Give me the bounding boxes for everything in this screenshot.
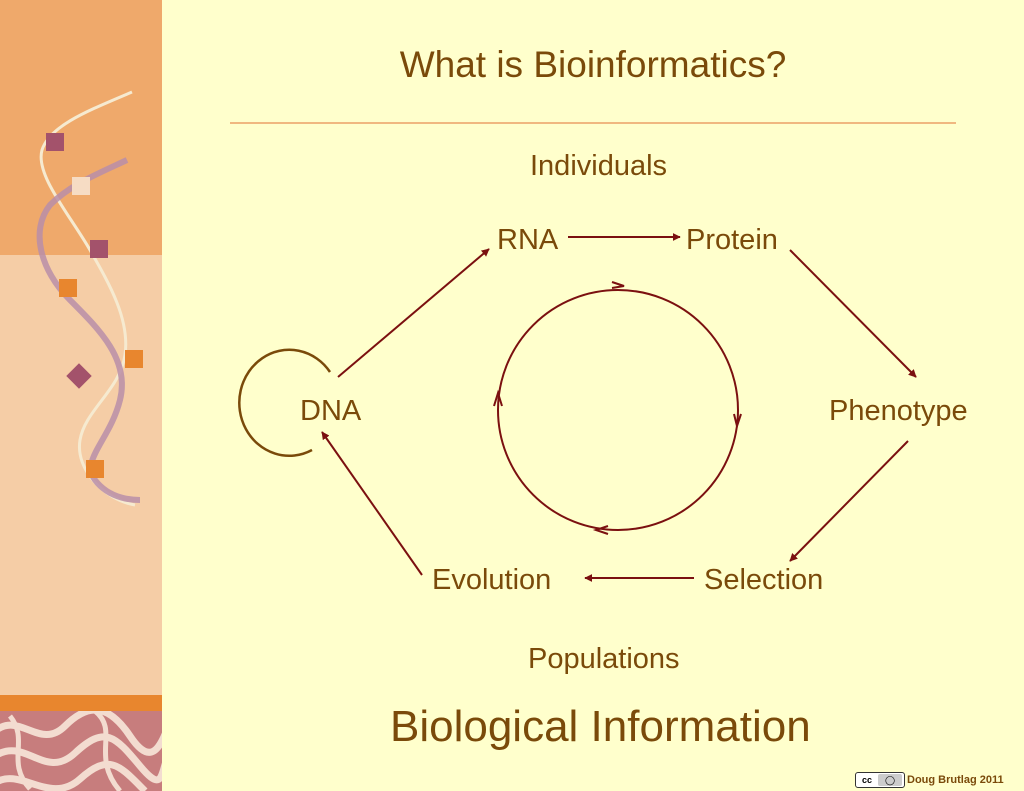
sidebar-decoration-bottom [0,711,162,791]
helix-square-7 [86,460,104,478]
cycle-arrowhead-bottom [592,525,609,535]
sidebar-stripe [0,695,162,711]
helix-square-2 [72,177,90,195]
helix-square-1 [46,133,64,151]
individuals-label: Individuals [530,150,668,182]
helix-square-5 [125,350,143,368]
cc-by-icon: cc ◯ [855,772,905,788]
center-cycle [493,281,742,535]
arrow-protein-to-phenotype [789,249,917,378]
sidebar-decoration-middle [0,255,162,695]
arrow-phenotype-to-selection [789,440,909,562]
cc-icon: cc [861,775,872,785]
by-icon: ◯ [878,774,902,786]
sidebar-decoration-top [0,0,162,255]
helix-square-6 [66,363,92,389]
helix-square-4 [59,279,77,297]
arrow-dna-to-rna [337,248,490,378]
dna-helix-decoration [36,90,143,507]
cycle-arrowhead-right [733,413,742,430]
cycle-arrowhead-left [493,389,503,407]
node-selection: Selection [704,564,824,596]
cycle-arrowhead-top [611,281,625,289]
node-rna: RNA [497,224,559,256]
arrow-evolution-to-dna [321,431,423,576]
node-dna: DNA [300,395,362,427]
dna-self-loop [238,348,332,458]
helix-square-3 [90,240,108,258]
node-protein: Protein [686,224,778,256]
swirl-pattern [0,711,162,791]
title-divider [230,122,956,124]
credit-text: Doug Brutlag 2011 [907,774,1004,786]
node-evolution: Evolution [432,564,552,596]
slide-title: What is Bioinformatics? [399,44,787,85]
node-phenotype: Phenotype [829,395,968,427]
slide-subtitle: Biological Information [390,702,811,751]
populations-label: Populations [528,643,680,675]
